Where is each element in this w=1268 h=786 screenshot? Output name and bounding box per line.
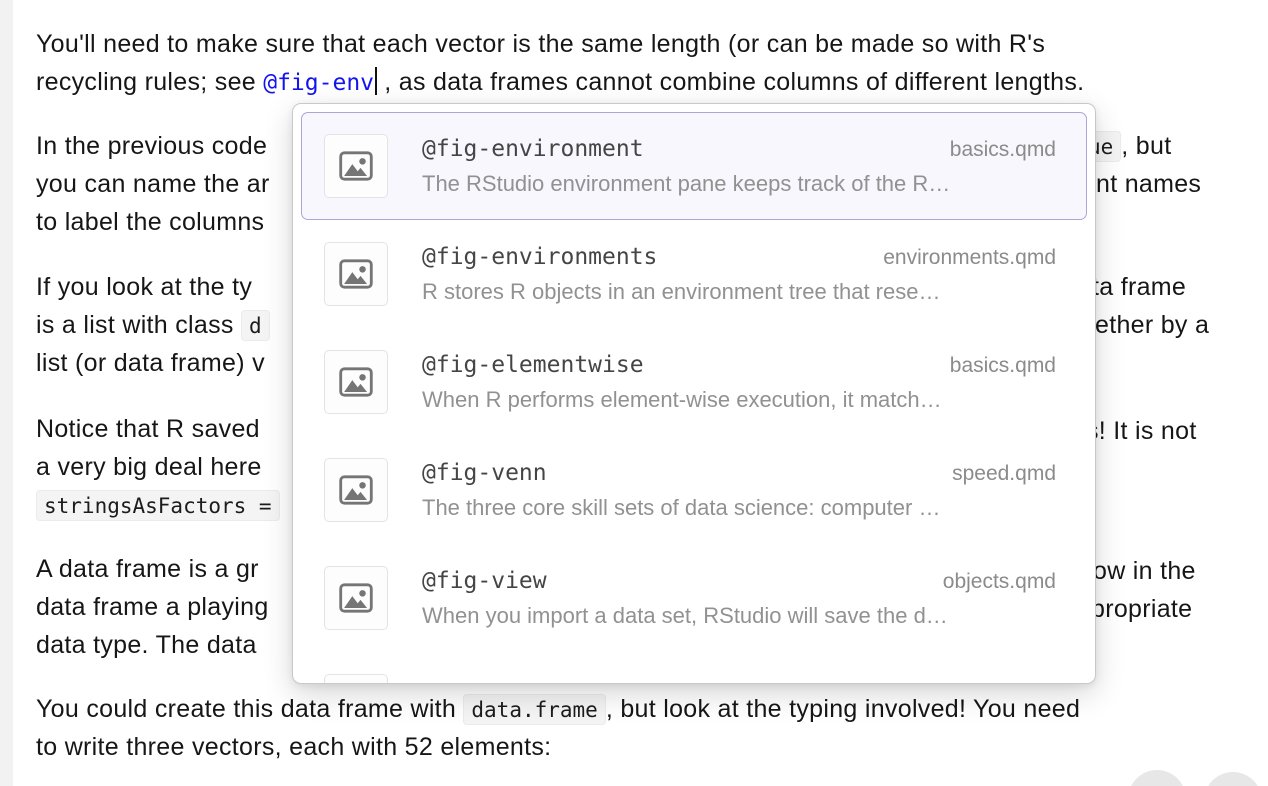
completion-item[interactable] [301,652,1087,683]
left-gutter [0,0,13,786]
text-segment: to write three vectors, each with 52 ele… [36,733,552,761]
text-segment: a very big deal here [36,453,262,481]
image-thumbnail [324,242,388,306]
doc-line: is a list with class d [36,306,270,345]
floating-circle-button-1[interactable] [1128,770,1186,786]
doc-line: Notice that R saved [36,410,260,448]
crossref-token[interactable]: @fig-env [263,70,375,96]
text-segment: Notice that R saved [36,415,260,443]
inline-code: data.frame [463,694,606,725]
image-thumbnail [324,134,388,198]
completion-item-text: @fig-venn speed.qmd The three core skill… [422,460,1056,521]
completion-item-label: @fig-elementwise [422,351,644,378]
completion-item-label: @fig-environment [422,135,644,162]
image-icon [339,583,373,613]
image-icon [339,151,373,181]
doc-line-fragment: propriate [1091,590,1192,628]
inline-code: d [240,310,270,341]
doc-line: stringsAsFactors = [36,486,280,525]
completion-popup: @fig-environment basics.qmd The RStudio … [292,103,1096,684]
text-segment: s! It is not [1086,417,1197,445]
completion-item-text: @fig-view objects.qmd When you import a … [422,568,1056,629]
text-segment: , but look at the typing involved! You n… [605,695,1081,723]
floating-circle-button-2[interactable] [1204,772,1262,786]
doc-line: data frame a playing [36,588,269,626]
text-segment: , but [1121,132,1172,160]
completion-item-file: basics.qmd [949,137,1056,161]
completion-item-file: objects.qmd [942,569,1056,593]
text-segment: ta frame [1092,273,1187,301]
doc-line-fragment: nt names [1096,165,1201,203]
completion-item-file: environments.qmd [883,245,1056,269]
doc-line: You could create this data frame with da… [36,690,1080,729]
completion-item[interactable]: @fig-elementwise basics.qmd When R perfo… [301,328,1087,436]
text-segment: , as data frames cannot combine columns … [377,68,1085,96]
text-segment: you can name the ar [36,170,270,198]
image-icon [339,367,373,397]
doc-line-fragment: ow in the [1093,552,1196,590]
text-segment: propriate [1091,595,1193,623]
doc-line: you can name the ar [36,165,270,203]
completion-item-file: basics.qmd [949,353,1056,377]
doc-line-fragment: ether by a [1095,306,1209,344]
completion-item-description: The three core skill sets of data scienc… [422,494,941,520]
doc-line: data type. The data [36,626,257,664]
text-segment: You'll need to make sure that each vecto… [36,30,1046,58]
completion-item-text: @fig-elementwise basics.qmd When R perfo… [422,352,1056,413]
completion-item-text: @fig-environments environments.qmd R sto… [422,244,1056,305]
text-cursor [375,67,378,95]
text-segment: In the previous code [36,132,268,160]
completion-item[interactable]: @fig-environment basics.qmd The RStudio … [301,112,1087,220]
completion-item-label: @fig-venn [422,459,547,486]
doc-line: A data frame is a gr [36,550,259,588]
image-thumbnail [324,674,388,683]
text-segment: data frame a playing [36,593,269,621]
text-segment: to label the columns [36,208,265,236]
text-segment: is a list with class [36,311,241,339]
completion-item-description: When R performs element-wise execution, … [422,386,942,412]
image-thumbnail [324,350,388,414]
text-segment: A data frame is a gr [36,555,259,583]
text-segment: recycling rules; see [36,68,264,96]
doc-line: You'll need to make sure that each vecto… [36,25,1045,63]
completion-item-label: @fig-environments [422,243,658,270]
image-thumbnail [324,566,388,630]
doc-line-fragment: s! It is not [1086,412,1197,450]
text-segment: ow in the [1093,557,1196,585]
image-icon [339,475,373,505]
text-segment: You could create this data frame with [36,695,464,723]
completion-item-label: @fig-view [422,567,547,594]
completion-item-text: @fig-environment basics.qmd The RStudio … [422,136,1056,197]
completion-item-description: When you import a data set, RStudio will… [422,602,948,628]
completion-item[interactable]: @fig-venn speed.qmd The three core skill… [301,436,1087,544]
image-thumbnail [324,458,388,522]
completion-item[interactable]: @fig-view objects.qmd When you import a … [301,544,1087,652]
completion-item-file: speed.qmd [952,461,1056,485]
text-segment: data type. The data [36,631,257,659]
doc-line: to write three vectors, each with 52 ele… [36,728,551,766]
completion-item-description: R stores R objects in an environment tre… [422,278,941,304]
text-segment: nt names [1096,170,1202,198]
doc-line: recycling rules; see @fig-env , as data … [36,63,1084,102]
doc-line-fragment: ta frame [1092,268,1186,306]
doc-line: a very big deal here [36,448,262,486]
doc-line: If you look at the ty [36,268,252,306]
completion-item-description: The RStudio environment pane keeps track… [422,170,951,196]
text-segment: list (or data frame) v [36,349,265,377]
text-segment: If you look at the ty [36,273,253,301]
image-icon [339,259,373,289]
doc-line: to label the columns [36,203,264,241]
doc-line: list (or data frame) v [36,344,265,382]
completion-item[interactable]: @fig-environments environments.qmd R sto… [301,220,1087,328]
text-segment: ether by a [1095,311,1210,339]
inline-code: stringsAsFactors = [36,490,280,521]
doc-line: In the previous code [36,127,267,165]
